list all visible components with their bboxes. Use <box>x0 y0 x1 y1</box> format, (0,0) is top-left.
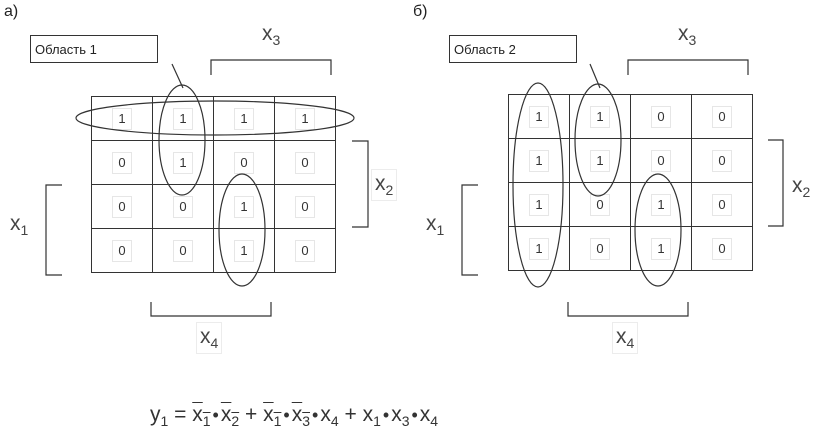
x1-bracket-b <box>461 184 478 276</box>
map-cell: 0 <box>691 94 753 139</box>
table-row: 1 0 1 0 <box>508 182 753 227</box>
region-1-label: Область 1 <box>30 35 158 63</box>
panel-b-x1-label: x1 <box>426 212 445 238</box>
map-cell: 0 <box>274 140 336 185</box>
map-cell: 0 <box>91 184 153 229</box>
map-cell: 1 <box>213 96 275 141</box>
region-2-pointer <box>589 63 601 89</box>
map-cell: 1 <box>152 96 214 141</box>
map-cell: 0 <box>630 94 692 139</box>
table-row: 0 0 1 0 <box>91 184 336 229</box>
table-row: 1 0 1 0 <box>508 226 753 271</box>
map-cell: 0 <box>691 138 753 183</box>
panel-b-x2-label: x2 <box>792 174 811 200</box>
panel-a-x3-label: x3 <box>262 22 281 48</box>
map-cell: 0 <box>569 226 631 271</box>
panel-b-x3-label: x3 <box>678 22 697 48</box>
table-row: 0 1 0 0 <box>91 140 336 185</box>
map-cell: 0 <box>91 228 153 273</box>
panel-a-x1-label: x1 <box>10 212 29 238</box>
table-row: 1 1 0 0 <box>508 138 753 183</box>
panel-b-x4-label: x4 <box>611 322 639 354</box>
panel-a-label: а) <box>4 3 19 20</box>
panel-b-label: б) <box>413 3 428 20</box>
panel-a-x2-label: x2 <box>370 169 398 201</box>
map-cell: 0 <box>691 226 753 271</box>
map-cell: 1 <box>508 138 570 183</box>
map-cell: 0 <box>630 138 692 183</box>
table-row: 1 1 1 1 <box>91 96 336 141</box>
map-cell: 0 <box>152 184 214 229</box>
x3-bracket-a <box>210 59 332 75</box>
x2-bracket-b <box>768 139 784 227</box>
map-cell: 1 <box>630 226 692 271</box>
map-cell: 0 <box>213 140 275 185</box>
map-cell: 0 <box>274 228 336 273</box>
map-cell: 1 <box>508 226 570 271</box>
karnaugh-map-b: 1 1 0 0 1 1 0 0 1 0 1 0 1 0 1 0 <box>508 94 753 271</box>
map-cell: 1 <box>213 184 275 229</box>
boolean-formula: y1 = x1•x2 + x1•x3•x4 + x1•x3•x4 <box>150 403 439 429</box>
table-row: 0 0 1 0 <box>91 228 336 273</box>
map-cell: 1 <box>91 96 153 141</box>
x2-bracket-a <box>352 140 369 228</box>
x4-bracket-b <box>567 302 689 317</box>
map-cell: 1 <box>508 182 570 227</box>
map-cell: 0 <box>691 182 753 227</box>
x4-bracket-a <box>150 302 272 317</box>
map-cell: 1 <box>569 138 631 183</box>
map-cell: 1 <box>274 96 336 141</box>
map-cell: 1 <box>569 94 631 139</box>
table-row: 1 1 0 0 <box>508 94 753 139</box>
map-cell: 0 <box>152 228 214 273</box>
karnaugh-map-a: 1 1 1 1 0 1 0 0 0 0 1 0 0 0 1 0 <box>91 96 336 273</box>
map-cell: 0 <box>274 184 336 229</box>
map-cell: 1 <box>508 94 570 139</box>
map-cell: 0 <box>91 140 153 185</box>
map-cell: 1 <box>213 228 275 273</box>
map-cell: 0 <box>569 182 631 227</box>
panel-a-x4-label: x4 <box>195 322 223 354</box>
map-cell: 1 <box>630 182 692 227</box>
region-1-pointer <box>171 63 184 89</box>
x1-bracket-a <box>45 184 62 276</box>
x3-bracket-b <box>627 59 749 75</box>
region-2-label: Область 2 <box>449 35 577 63</box>
map-cell: 1 <box>152 140 214 185</box>
